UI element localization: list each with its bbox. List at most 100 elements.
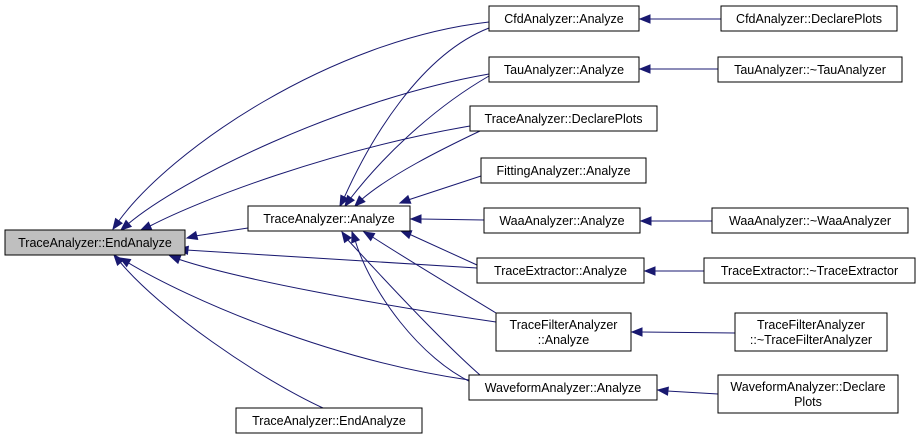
node-label: ::Analyze <box>538 333 589 347</box>
node-label: FittingAnalyzer::Analyze <box>496 164 630 178</box>
edge-waa-to-trace-arrowhead <box>409 214 422 224</box>
node-trace-declare[interactable]: TraceAnalyzer::DeclarePlots <box>469 105 658 132</box>
edge-waveformdeclare-to-waveform <box>656 386 719 396</box>
edge-filter-to-trace-arrowhead <box>362 231 376 242</box>
edge-endbottom-to-end-arrowhead <box>113 253 125 267</box>
node-label: WaveformAnalyzer::Analyze <box>485 381 642 395</box>
edge-trace-to-end-line <box>194 227 249 237</box>
edge-filter-to-end-arrowhead <box>168 255 182 265</box>
edge-waveform2-to-trace <box>351 230 476 385</box>
edge-waveformdeclare-to-waveform-arrowhead <box>656 386 669 396</box>
edge-waadtor-to-waa-arrowhead <box>639 216 652 226</box>
node-label: CfdAnalyzer::Analyze <box>504 12 624 26</box>
edge-waveform-to-end-arrowhead <box>118 257 132 268</box>
node-label: TraceAnalyzer::EndAnalyze <box>252 414 406 428</box>
edge-tau-to-end <box>119 73 490 231</box>
node-box <box>483 207 641 234</box>
node-box <box>468 374 658 401</box>
edge-cfd-to-end-line <box>117 21 490 223</box>
edge-cfddeclare-to-cfd <box>638 14 721 24</box>
edge-filterdtor-to-filter <box>630 327 736 337</box>
edge-taudtor-to-tau <box>638 64 718 74</box>
edge-waa-to-trace <box>409 214 485 224</box>
node-box <box>480 157 647 184</box>
node-label: TraceFilterAnalyzer <box>510 318 618 332</box>
node-box <box>720 5 898 32</box>
node-cfd-analyze[interactable]: CfdAnalyzer::Analyze <box>488 5 640 32</box>
node-waa-analyze[interactable]: WaaAnalyzer::Analyze <box>483 207 641 234</box>
edge-extractor-to-end-line <box>185 249 478 269</box>
node-cfd-declare[interactable]: CfdAnalyzer::DeclarePlots <box>720 5 898 32</box>
edge-extractor-to-trace <box>399 230 478 266</box>
edge-extractordtor-to-extractor-arrowhead <box>643 266 656 276</box>
edge-trace-to-end <box>185 227 249 241</box>
edge-tracedeclare-to-end-line <box>149 125 471 227</box>
edge-waadtor-to-waa <box>639 216 712 226</box>
node-extractor-analyze[interactable]: TraceExtractor::Analyze <box>476 257 645 284</box>
edge-filterdtor-to-filter-line <box>640 331 736 334</box>
node-trace-analyze[interactable]: TraceAnalyzer::Analyze <box>247 205 411 232</box>
edge-tracedeclare-to-trace-line <box>360 130 481 201</box>
edge-endbottom-to-end <box>113 253 324 409</box>
node-box <box>4 229 186 256</box>
node-box <box>734 312 888 352</box>
edge-waveform-to-trace-line <box>346 238 481 376</box>
node-box <box>488 56 640 83</box>
node-label: TauAnalyzer::~TauAnalyzer <box>734 63 886 77</box>
node-box <box>469 105 658 132</box>
edge-waveform-to-end-line <box>126 261 470 381</box>
edge-extractordtor-to-extractor <box>643 266 704 276</box>
node-box <box>488 5 640 32</box>
edge-filterdtor-to-filter-arrowhead <box>630 327 643 337</box>
node-label: TraceFilterAnalyzer <box>757 318 865 332</box>
edge-tau-to-trace-line <box>349 75 490 200</box>
edge-waa-to-trace-line <box>419 218 485 221</box>
edge-tau-to-trace <box>344 75 490 208</box>
node-label: WaveformAnalyzer::Declare <box>730 380 885 394</box>
edge-fitting-to-trace-arrowhead <box>398 194 412 204</box>
edge-cfd-to-trace-line <box>343 27 490 199</box>
node-box <box>495 312 632 352</box>
edge-waveform-to-trace <box>341 230 481 376</box>
node-label: TraceAnalyzer::EndAnalyze <box>18 236 172 250</box>
node-box <box>717 374 899 414</box>
edge-tau-to-trace-arrowhead <box>344 194 355 208</box>
node-filter-dtor[interactable]: TraceFilterAnalyzer::~TraceFilterAnalyze… <box>734 312 888 352</box>
node-filter-analyze[interactable]: TraceFilterAnalyzer::Analyze <box>495 312 632 352</box>
node-waveform-declare[interactable]: WaveformAnalyzer::DeclarePlots <box>717 374 899 414</box>
node-tau-dtor[interactable]: TauAnalyzer::~TauAnalyzer <box>717 56 903 83</box>
edge-cfd-to-end-arrowhead <box>112 217 123 231</box>
node-box <box>235 407 423 434</box>
node-label: ::~TraceFilterAnalyzer <box>750 333 872 347</box>
node-label: TraceExtractor::Analyze <box>494 264 627 278</box>
edge-cfddeclare-to-cfd-arrowhead <box>638 14 651 24</box>
node-tau-analyze[interactable]: TauAnalyzer::Analyze <box>488 56 640 83</box>
node-end-analyze-bottom[interactable]: TraceAnalyzer::EndAnalyze <box>235 407 423 434</box>
edge-waveform2-to-trace-line <box>354 239 476 385</box>
node-box <box>703 257 916 284</box>
node-label: CfdAnalyzer::DeclarePlots <box>736 12 882 26</box>
edge-cfd-to-trace-arrowhead <box>339 194 349 208</box>
edge-tau-to-end-line <box>127 73 490 225</box>
edge-tracedeclare-to-trace-arrowhead <box>354 195 366 207</box>
edge-fitting-to-trace-line <box>407 175 482 201</box>
edge-cfd-to-end <box>112 21 490 231</box>
node-waa-dtor[interactable]: WaaAnalyzer::~WaaAnalyzer <box>711 207 909 234</box>
edge-waveform-to-trace-arrowhead <box>341 230 352 244</box>
node-fitting-analyze[interactable]: FittingAnalyzer::Analyze <box>480 157 647 184</box>
edge-extractor-to-trace-line <box>408 233 478 266</box>
edge-endbottom-to-end-line <box>119 261 324 409</box>
node-label: TraceExtractor::~TraceExtractor <box>721 264 898 278</box>
edge-waveform2-to-trace-arrowhead <box>351 230 361 244</box>
call-nodes: TraceAnalyzer::EndAnalyzeTraceAnalyzer::… <box>4 5 916 434</box>
edge-filter-to-end <box>168 255 497 323</box>
node-waveform-analyze[interactable]: WaveformAnalyzer::Analyze <box>468 374 658 401</box>
node-end-analyze-root[interactable]: TraceAnalyzer::EndAnalyze <box>4 229 186 256</box>
node-label: TauAnalyzer::Analyze <box>504 63 624 77</box>
node-extractor-dtor[interactable]: TraceExtractor::~TraceExtractor <box>703 257 916 284</box>
edge-tracedeclare-to-trace <box>354 130 481 207</box>
node-box <box>717 56 903 83</box>
edge-tau-to-end-arrowhead <box>119 219 133 231</box>
edge-filter-to-trace <box>362 231 497 314</box>
